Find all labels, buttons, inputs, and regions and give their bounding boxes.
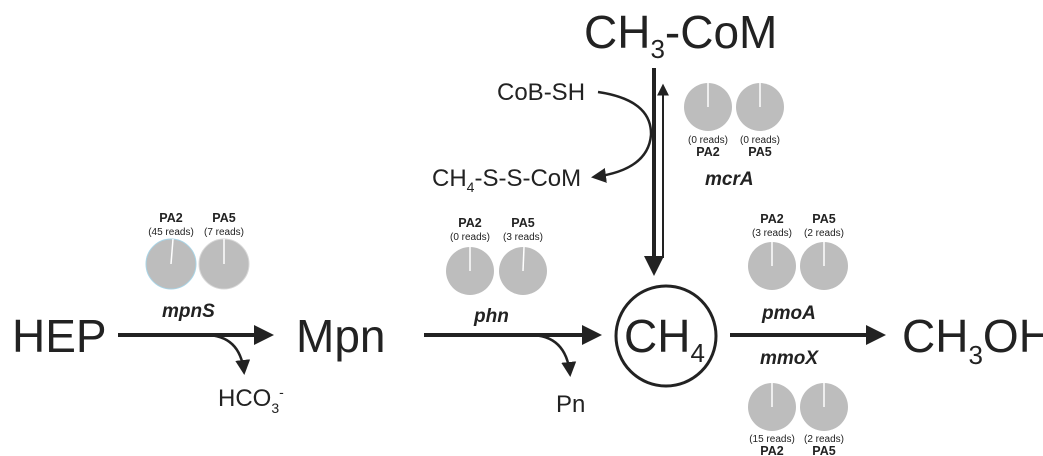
pie-label: PA5 <box>511 216 534 230</box>
pie-label: PA2 <box>696 145 719 159</box>
pie-reads: (0 reads) <box>740 135 780 146</box>
ch3com-label: CH3-CoM <box>584 6 777 64</box>
hep-label: HEP <box>12 310 107 362</box>
pie-label: PA2 <box>458 216 481 230</box>
pie-label: PA5 <box>212 211 235 225</box>
gene-pmoa: pmoA <box>761 303 816 324</box>
pie-label: PA5 <box>812 212 835 226</box>
ch4sscom-label: CH4-S-S-CoM <box>432 165 581 195</box>
pn-branch-arrow <box>529 333 577 377</box>
mpn-label: Mpn <box>296 310 385 362</box>
pie-label: PA2 <box>760 444 783 456</box>
ch4-label: CH4 <box>624 310 705 368</box>
pie-reads: (0 reads) <box>688 135 728 146</box>
pie-group-pmoa: PA2 (3 reads) PA5 (2 reads) <box>748 212 848 290</box>
pie-group-phn: PA2 (0 reads) PA5 (3 reads) <box>446 216 547 295</box>
gene-phn: phn <box>473 306 509 327</box>
pie-group-mcra: (0 reads) PA2 (0 reads) PA5 <box>684 83 784 159</box>
pie-reads: (2 reads) <box>804 228 844 239</box>
pie-reads: (3 reads) <box>752 228 792 239</box>
pie-reads: (7 reads) <box>204 227 244 238</box>
pie-reads: (45 reads) <box>148 227 194 238</box>
cobsh-label: CoB-SH <box>497 79 585 106</box>
gene-mcra: mcrA <box>705 169 754 190</box>
cob-curve-arrow <box>591 90 653 183</box>
pie-reads: (2 reads) <box>804 434 844 445</box>
pie-reads: (15 reads) <box>749 434 795 445</box>
pn-label: Pn <box>556 391 585 418</box>
pie-label: PA5 <box>748 145 771 159</box>
ch3oh-label: CH3OH <box>902 310 1043 370</box>
pie-group-mmox: (15 reads) PA2 (2 reads) PA5 <box>748 383 848 456</box>
pie-label: PA5 <box>812 444 835 456</box>
pie-group-mpns: PA2 (45 reads) PA5 (7 reads) <box>145 211 250 290</box>
gene-mmox: mmoX <box>760 348 819 369</box>
pie-reads: (3 reads) <box>503 232 543 243</box>
pie-label: PA2 <box>159 211 182 225</box>
hco3-branch-arrow <box>204 333 251 375</box>
gene-mpns: mpnS <box>162 301 215 322</box>
pie-label: PA2 <box>760 212 783 226</box>
hco3-label: HCO3- <box>218 384 284 416</box>
pie-reads: (0 reads) <box>450 232 490 243</box>
ch4-circle <box>614 284 718 388</box>
